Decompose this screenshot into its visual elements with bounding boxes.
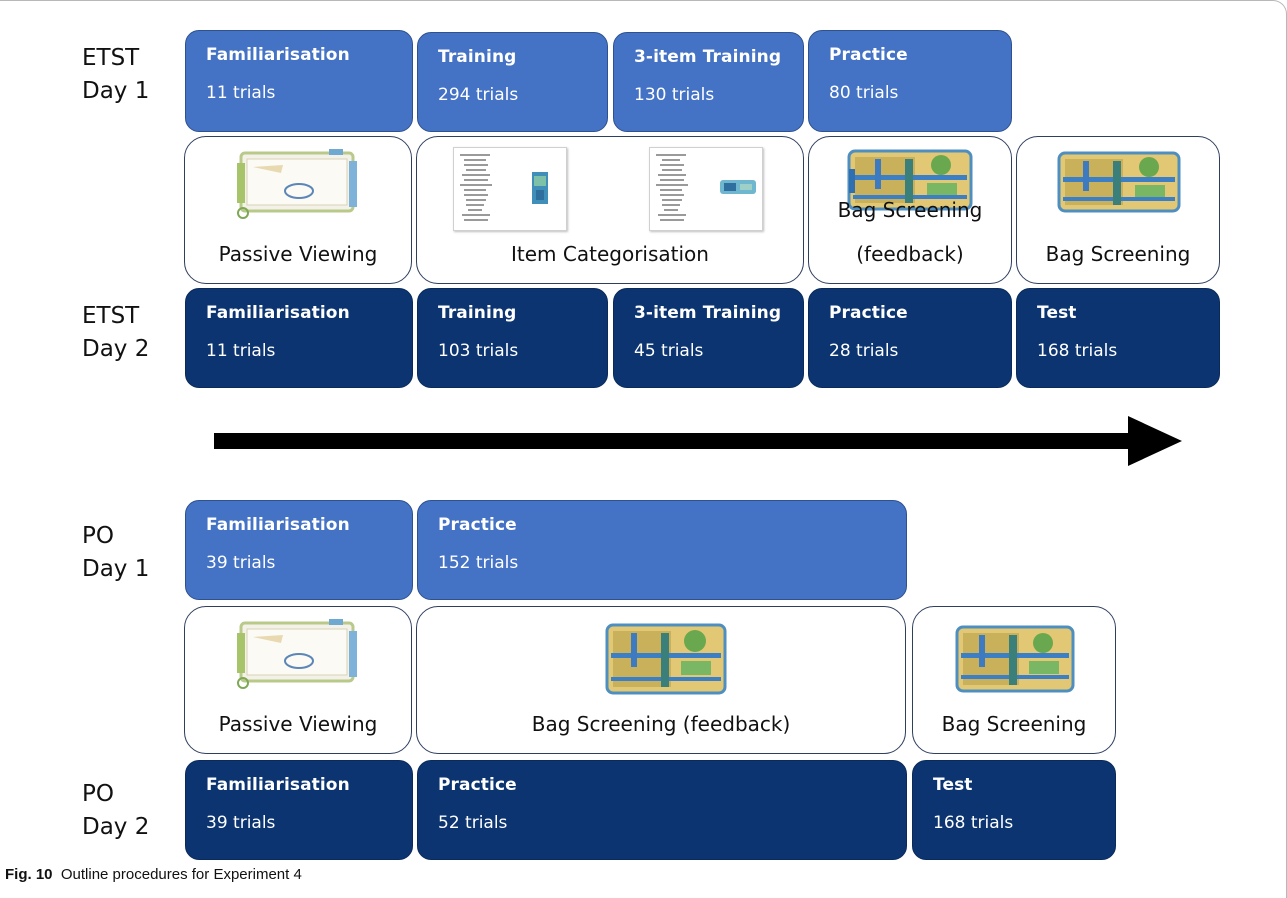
arrow-shaft xyxy=(214,433,1138,449)
po-day2-label-line2: Day 2 xyxy=(82,814,150,840)
po-day1-label-line1: PO xyxy=(82,523,114,549)
etst-day1-familiarisation-box: Familiarisation 11 trials xyxy=(185,30,413,132)
panel-label: Bag Screening (feedback) xyxy=(531,712,791,736)
box-title: Familiarisation xyxy=(206,775,350,795)
etst-day1-label: ETST Day 1 xyxy=(82,42,149,108)
passive-viewing-image xyxy=(237,619,357,689)
box-title: 3-item Training xyxy=(634,47,782,67)
box-trials: 45 trials xyxy=(634,341,704,361)
box-trials: 39 trials xyxy=(206,813,276,833)
etst-bag-screening-panel: Bag Screening xyxy=(1016,136,1220,284)
box-trials: 11 trials xyxy=(206,341,276,361)
etst-item-categorisation-panel: Item Categorisation xyxy=(416,136,804,284)
box-trials: 39 trials xyxy=(206,553,276,573)
box-trials: 130 trials xyxy=(634,85,715,105)
box-title: Test xyxy=(933,775,973,795)
po-passive-viewing-panel: Passive Viewing xyxy=(184,606,412,754)
figure-caption-text: Outline procedures for Experiment 4 xyxy=(60,866,302,883)
etst-day2-familiarisation-box: Familiarisation 11 trials xyxy=(185,288,413,388)
box-title: 3-item Training xyxy=(634,303,782,323)
box-title: Training xyxy=(438,303,517,323)
box-title: Practice xyxy=(829,303,908,323)
box-trials: 152 trials xyxy=(438,553,519,573)
box-title: Familiarisation xyxy=(206,515,350,535)
po-day1-practice-box: Practice 152 trials xyxy=(417,500,907,600)
etst-day1-training-box: Training 294 trials xyxy=(417,32,608,132)
etst-day2-label-line1: ETST xyxy=(82,303,140,329)
etst-day2-label: ETST Day 2 xyxy=(82,300,149,366)
box-title: Practice xyxy=(438,775,517,795)
box-trials: 28 trials xyxy=(829,341,899,361)
box-trials: 52 trials xyxy=(438,813,508,833)
panel-label: Bag Screening xyxy=(941,712,1087,736)
etst-day1-label-line1: ETST xyxy=(82,45,140,71)
etst-day1-practice-box: Practice 80 trials xyxy=(808,30,1012,132)
po-day1-label-line2: Day 1 xyxy=(82,556,150,582)
xray-bag-image xyxy=(847,149,973,211)
etst-day2-3item-training-box: 3-item Training 45 trials xyxy=(613,288,804,388)
etst-day1-3item-training-box: 3-item Training 130 trials xyxy=(613,32,804,132)
etst-day2-label-line2: Day 2 xyxy=(82,336,150,362)
box-title: Practice xyxy=(829,45,908,65)
po-day2-familiarisation-box: Familiarisation 39 trials xyxy=(185,760,413,860)
panel-label: Passive Viewing xyxy=(218,242,378,266)
etst-day2-practice-box: Practice 28 trials xyxy=(808,288,1012,388)
box-title: Training xyxy=(438,47,517,67)
box-title: Familiarisation xyxy=(206,45,350,65)
box-title: Test xyxy=(1037,303,1077,323)
passive-viewing-image xyxy=(237,149,357,219)
box-trials: 294 trials xyxy=(438,85,519,105)
box-title: Familiarisation xyxy=(206,303,350,323)
po-day2-label: PO Day 2 xyxy=(82,778,149,844)
po-day1-familiarisation-box: Familiarisation 39 trials xyxy=(185,500,413,600)
box-trials: 80 trials xyxy=(829,83,899,103)
etst-passive-viewing-panel: Passive Viewing xyxy=(184,136,412,284)
categorisation-sheet-1 xyxy=(453,147,567,231)
figure-number: Fig. 10 xyxy=(5,866,53,883)
po-day2-test-box: Test 168 trials xyxy=(912,760,1116,860)
panel-label: Item Categorisation xyxy=(511,242,709,266)
box-trials: 168 trials xyxy=(1037,341,1118,361)
box-trials: 168 trials xyxy=(933,813,1014,833)
box-title: Practice xyxy=(438,515,517,535)
panel-label: Bag Screening xyxy=(1045,242,1191,266)
etst-day1-label-line2: Day 1 xyxy=(82,78,150,104)
etst-bag-screening-feedback-panel: Bag Screening (feedback) xyxy=(808,136,1012,284)
figure-caption: Fig. 10 Outline procedures for Experimen… xyxy=(5,866,302,883)
xray-bag-image xyxy=(605,623,727,695)
po-day1-label: PO Day 1 xyxy=(82,520,149,586)
etst-day2-test-box: Test 168 trials xyxy=(1016,288,1220,388)
po-day2-practice-box: Practice 52 trials xyxy=(417,760,907,860)
timeline-arrow xyxy=(214,416,1182,466)
box-trials: 11 trials xyxy=(206,83,276,103)
po-bag-screening-panel: Bag Screening xyxy=(912,606,1116,754)
box-trials: 103 trials xyxy=(438,341,519,361)
po-day2-label-line1: PO xyxy=(82,781,114,807)
panel-label-line2: (feedback) xyxy=(856,242,964,266)
xray-bag-image xyxy=(1057,151,1181,213)
etst-day2-training-box: Training 103 trials xyxy=(417,288,608,388)
categorisation-sheet-2 xyxy=(649,147,763,231)
panel-label-line1: Bag Screening xyxy=(837,198,983,222)
panel-label: Passive Viewing xyxy=(218,712,378,736)
arrow-head xyxy=(1128,416,1182,466)
po-bag-screening-feedback-panel: Bag Screening (feedback) xyxy=(416,606,906,754)
xray-bag-image xyxy=(955,625,1075,693)
